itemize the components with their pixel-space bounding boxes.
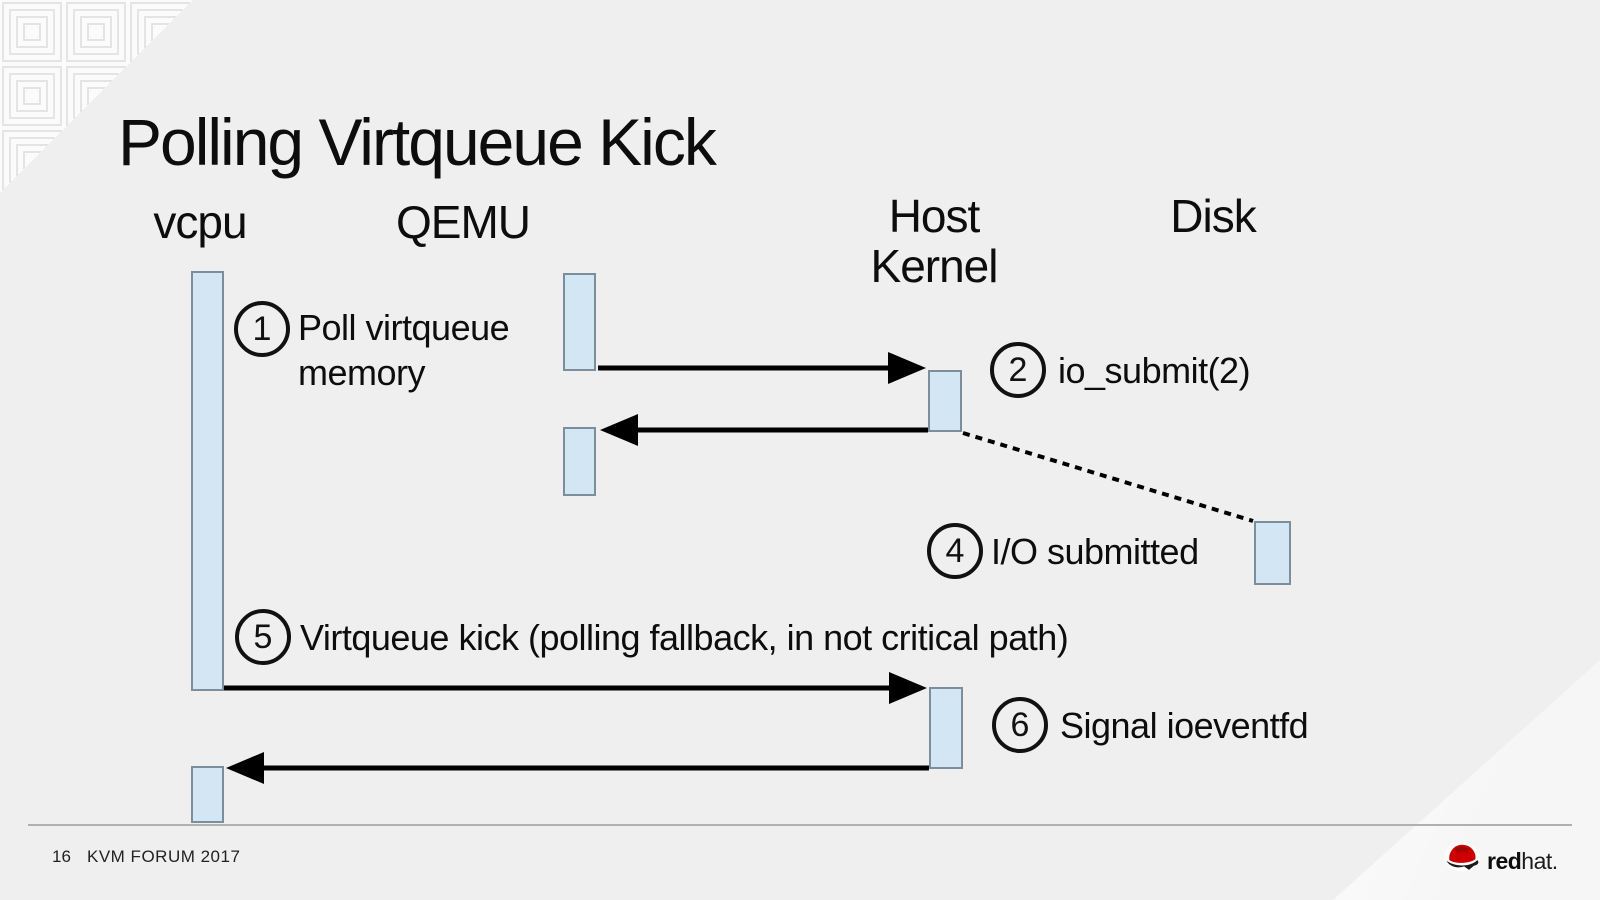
step-badge-1: 1: [234, 301, 290, 357]
step-label-io-submitted: I/O submitted: [991, 531, 1199, 572]
lane-label-disk: Disk: [1170, 190, 1256, 242]
redhat-wordmark: redhat.: [1487, 848, 1558, 875]
step-badge-4: 4: [927, 523, 983, 579]
step-badge-5: 5: [235, 609, 291, 665]
step-label-io-submit: io_submit(2): [1058, 350, 1251, 391]
redhat-hat-icon: [1443, 843, 1481, 872]
dashed-line-host-kernel-to-disk: [962, 431, 1254, 523]
step-badge-6: 6: [992, 697, 1048, 753]
step-badge-2: 2: [990, 342, 1046, 398]
activation-bar-qemu-1: [563, 273, 596, 371]
lane-label-qemu: QEMU: [396, 196, 531, 248]
arrowhead-host-kernel-to-qemu: [600, 414, 638, 446]
activation-bar-disk: [1254, 521, 1291, 585]
footer-divider: [28, 824, 1572, 826]
step-label-signal-ioeventfd: Signal ioeventfd: [1060, 705, 1309, 746]
activation-bar-qemu-2: [563, 427, 596, 496]
lane-label-vcpu: vcpu: [153, 196, 247, 248]
slide-title: Polling Virtqueue Kick: [118, 105, 717, 179]
arrowhead-qemu-to-host-kernel: [888, 352, 926, 384]
arrowhead-vcpu-to-host-kernel: [889, 672, 927, 704]
footer-event-name: KVM FORUM 2017: [87, 847, 241, 866]
step-label-poll-virtqueue: Poll virtqueue memory: [298, 307, 510, 393]
arrowhead-host-kernel-to-vcpu: [226, 752, 264, 784]
step-label-virtqueue-kick: Virtqueue kick (polling fallback, in not…: [300, 617, 1069, 658]
redhat-wordmark-hat: hat.: [1521, 847, 1558, 874]
lane-label-host-kernel: Host Kernel: [870, 190, 999, 292]
activation-bar-host-kernel-1: [928, 370, 962, 432]
page-number: 16: [52, 847, 71, 866]
redhat-logo: redhat.: [1441, 838, 1558, 878]
activation-bar-vcpu-2: [191, 766, 224, 823]
activation-bar-vcpu-main: [191, 271, 224, 691]
redhat-wordmark-red: red: [1487, 847, 1522, 874]
activation-bar-host-kernel-2: [929, 687, 963, 769]
